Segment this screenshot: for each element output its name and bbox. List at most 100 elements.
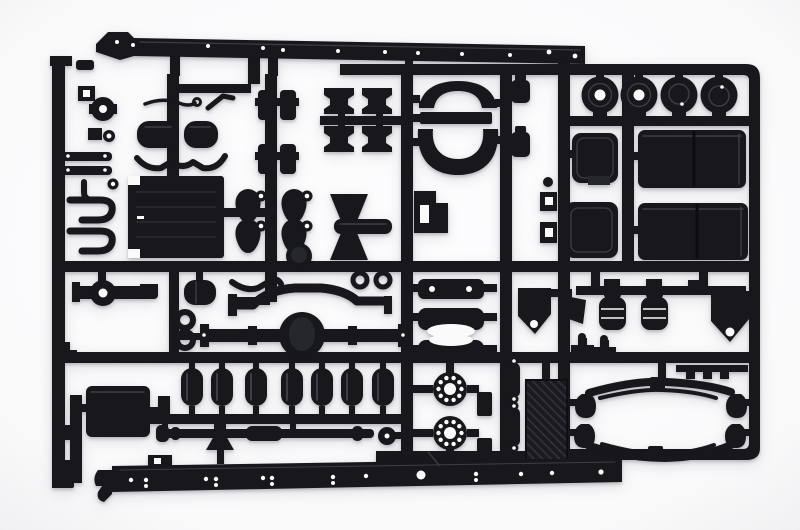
o-ring-pair	[174, 309, 196, 351]
gate-stub	[483, 345, 497, 353]
spring-shackle	[281, 189, 313, 223]
gate-stub	[632, 152, 640, 160]
transmission-mount	[330, 194, 392, 260]
cross-member-plates	[411, 279, 497, 361]
gate-stub	[413, 429, 433, 437]
drive-shaft	[156, 425, 396, 445]
gate-stub	[542, 362, 550, 380]
ball-stud	[543, 177, 553, 187]
tow-hook	[66, 196, 116, 224]
fuel-tank-large	[632, 130, 746, 188]
block-notch	[128, 249, 140, 258]
spring-hanger	[726, 394, 747, 418]
fifth-wheel-bracket	[518, 288, 572, 334]
spring-hanger	[575, 394, 596, 418]
gate-stub	[290, 423, 296, 431]
clamp-small-set	[540, 177, 557, 243]
bar-cap	[646, 279, 662, 287]
wheel-arch-lower	[417, 129, 499, 175]
leaf-spring	[585, 377, 735, 400]
o-ring	[174, 329, 196, 351]
horizontal-air-tank	[137, 121, 218, 148]
gate-stub	[567, 399, 577, 406]
gate-stub	[548, 289, 572, 297]
leaf-spring-bay	[574, 377, 747, 462]
gate-stub	[558, 222, 567, 230]
gate-stub	[98, 272, 106, 286]
exhaust-pipe	[229, 276, 284, 293]
equipment-box	[570, 133, 618, 185]
v1-lower-parts	[54, 342, 77, 440]
air-reservoir	[281, 360, 303, 416]
brake-pad-block	[477, 438, 492, 458]
mount-bracket	[255, 144, 277, 174]
chassis-rail-top	[96, 32, 585, 64]
mount-bracket	[362, 88, 392, 114]
spring-clamp	[648, 446, 663, 457]
gate-stub	[446, 361, 454, 373]
disc-center-hole	[633, 89, 645, 101]
gate-stub	[411, 284, 419, 292]
gate-stub	[699, 271, 708, 286]
mount-bracket	[277, 90, 299, 120]
gate-stub	[412, 114, 421, 122]
bolt-holes	[436, 375, 464, 403]
tow-hook-pair	[66, 196, 116, 255]
u-joint	[352, 426, 363, 441]
disc-center-hole	[594, 89, 606, 101]
tank-a	[137, 121, 179, 148]
runner-v1-foot	[52, 470, 74, 488]
small-ring	[350, 270, 370, 290]
mount-bracket	[324, 126, 354, 152]
air-spring-bellows	[641, 290, 668, 330]
box-post	[158, 396, 170, 422]
front-axle-housing	[72, 280, 158, 306]
cross-member-plate	[411, 334, 497, 361]
gate-stub	[170, 52, 180, 76]
clamp-notch	[83, 90, 90, 97]
gate-stub	[744, 429, 750, 436]
air-reservoir-row	[181, 360, 394, 416]
wheel-disc-row	[581, 75, 738, 118]
gate-stub	[413, 385, 433, 393]
collar-tab	[89, 104, 95, 114]
brake-pad-block	[477, 392, 492, 416]
cross-member-plate	[411, 279, 497, 299]
leaf-spring	[585, 441, 735, 462]
arch-shoulder	[487, 101, 497, 108]
gate-stub	[658, 363, 666, 378]
gate-stub	[248, 58, 260, 84]
spring-hanger	[574, 424, 595, 448]
gate-stub	[196, 272, 203, 281]
hook-eye-hole	[110, 181, 116, 187]
disc-tab	[672, 109, 686, 118]
front-axle-beam	[228, 283, 392, 316]
tread-plate-panel	[525, 379, 568, 461]
connector-y	[206, 424, 234, 450]
air-reservoir	[211, 360, 233, 416]
mount-bracket	[255, 90, 277, 120]
hub-flange	[413, 372, 479, 406]
rail-holes	[128, 469, 604, 488]
shock-absorber	[508, 356, 520, 404]
link-bar	[62, 152, 112, 161]
gate-stub	[76, 60, 94, 70]
spring-shackle-set	[235, 189, 313, 253]
gate-stub	[268, 54, 278, 76]
air-reservoir	[372, 360, 394, 416]
runner-h2	[560, 116, 752, 126]
collar-tab	[111, 104, 117, 114]
battery-box	[80, 386, 170, 437]
link-bar	[62, 166, 112, 175]
air-filter-canister	[511, 74, 530, 157]
wheel-arch-set	[412, 81, 502, 175]
runner-v3	[265, 74, 277, 302]
hub-flange	[413, 416, 479, 450]
wheel-arch-bar	[420, 112, 492, 124]
gate-stub	[495, 136, 502, 144]
eyelet-hole	[106, 133, 112, 139]
bar-cap	[604, 279, 620, 287]
gate-scar	[427, 451, 441, 467]
